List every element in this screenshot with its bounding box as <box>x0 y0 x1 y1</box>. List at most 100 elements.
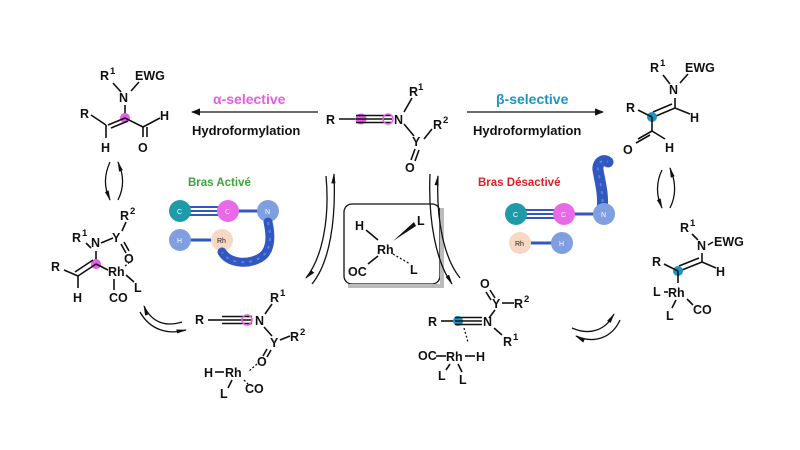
svg-text:1: 1 <box>660 58 666 69</box>
beta-carbon-ring <box>382 113 394 125</box>
beta-rhodacycle: R 1 EWG N H R Rh L L CO <box>652 218 744 323</box>
node-c1 <box>505 203 527 225</box>
svg-text:H: H <box>355 219 364 233</box>
svg-text:Y: Y <box>492 297 501 311</box>
alpha-rhodacycle: R 2 R 1 N Y O Rh R H L CO <box>51 206 142 305</box>
svg-text:R: R <box>428 315 437 329</box>
alpha-selective-label: α-selective <box>213 91 286 107</box>
svg-text:2: 2 <box>300 327 305 338</box>
svg-text:N: N <box>669 83 678 97</box>
svg-text:O: O <box>623 143 633 157</box>
svg-text:C: C <box>225 209 230 216</box>
svg-text:L: L <box>417 214 425 228</box>
svg-text:C: C <box>513 212 518 219</box>
svg-text:N: N <box>91 236 100 250</box>
svg-text:O: O <box>405 161 415 175</box>
svg-text:R: R <box>503 335 512 349</box>
deactivated-arm-label: Bras Désactivé <box>478 177 560 189</box>
svg-text:R: R <box>409 85 418 99</box>
svg-text:C: C <box>561 212 566 219</box>
beta-selective-label: β-selective <box>496 91 569 107</box>
svg-text:O: O <box>480 277 490 291</box>
node-h <box>169 229 191 251</box>
svg-text:H: H <box>177 238 182 245</box>
svg-text:H: H <box>665 141 674 155</box>
svg-text:R: R <box>80 107 89 121</box>
svg-text:L: L <box>410 263 418 277</box>
svg-text:1: 1 <box>280 288 286 299</box>
svg-text:O: O <box>124 252 134 266</box>
svg-text:R: R <box>433 118 442 132</box>
svg-text:H: H <box>73 291 82 305</box>
svg-text:N: N <box>483 315 492 329</box>
beta-coordination-complex: O Y R 2 R N R 1 OC Rh H L L <box>418 277 529 387</box>
svg-text:Rh: Rh <box>515 241 524 248</box>
svg-text:1: 1 <box>418 82 424 93</box>
svg-text:R: R <box>270 291 279 305</box>
svg-text:OC: OC <box>418 349 437 363</box>
svg-text:H: H <box>690 111 699 125</box>
svg-text:L: L <box>653 285 661 299</box>
deactivated-arm-cartoon: C C N Rh H <box>505 155 615 254</box>
svg-text:L: L <box>438 369 446 383</box>
alpha-hydroformylation-label: Hydroformylation <box>192 123 300 138</box>
svg-text:R: R <box>51 260 60 274</box>
svg-text:R: R <box>650 61 659 75</box>
svg-text:N: N <box>601 212 606 219</box>
svg-text:CO: CO <box>109 291 128 305</box>
svg-text:H: H <box>160 109 169 123</box>
svg-text:Rh: Rh <box>446 350 463 364</box>
atom-r: R <box>326 113 335 127</box>
svg-text:R: R <box>100 69 109 83</box>
node-c2 <box>553 203 575 225</box>
flexible-chain <box>217 217 275 267</box>
svg-text:L: L <box>134 281 142 295</box>
svg-text:Rh: Rh <box>217 238 226 245</box>
svg-text:N: N <box>697 239 706 253</box>
alpha-product: R 1 EWG N R H O H <box>80 66 169 155</box>
svg-text:EWG: EWG <box>685 61 715 75</box>
cycle-arrows <box>104 161 676 343</box>
node-c1 <box>169 200 191 222</box>
svg-text:L: L <box>220 387 228 401</box>
svg-text:H: H <box>716 265 725 279</box>
beta-hydroformylation-label: Hydroformylation <box>473 123 581 138</box>
node-rh <box>509 232 531 254</box>
alpha-coordination-complex: R N R 1 Y R 2 O H Rh L CO <box>195 288 305 401</box>
svg-text:H: H <box>204 366 213 380</box>
node-c2 <box>217 200 239 222</box>
svg-text:2: 2 <box>130 206 135 217</box>
active-arm-label: Bras Activé <box>188 177 251 189</box>
node-h <box>551 232 573 254</box>
svg-text:EWG: EWG <box>714 235 744 249</box>
svg-text:2: 2 <box>443 115 448 126</box>
svg-text:OC: OC <box>348 265 367 279</box>
svg-text:O: O <box>257 355 267 369</box>
svg-text:CO: CO <box>693 303 712 317</box>
atom-n: N <box>394 113 403 127</box>
svg-text:Rh: Rh <box>377 243 394 257</box>
node-n <box>593 203 615 225</box>
svg-text:1: 1 <box>513 332 519 343</box>
svg-text:CO: CO <box>245 382 264 396</box>
svg-text:Y: Y <box>112 231 121 245</box>
ynamide-substrate: R N R 1 Y R 2 O <box>326 82 448 175</box>
svg-text:L: L <box>459 373 467 387</box>
svg-text:R: R <box>514 297 523 311</box>
svg-text:H: H <box>476 350 485 364</box>
node-rh <box>211 229 233 251</box>
svg-text:R: R <box>195 313 204 327</box>
beta-product: R 1 EWG N H R O H <box>623 58 715 157</box>
svg-text:L: L <box>666 309 674 323</box>
svg-text:H: H <box>101 141 110 155</box>
atom-y: Y <box>412 135 421 149</box>
svg-text:H: H <box>559 241 564 248</box>
active-arm-cartoon: C C N H Rh <box>169 200 279 267</box>
folded-chain <box>592 155 614 216</box>
svg-text:Rh: Rh <box>108 265 125 279</box>
svg-text:R: R <box>680 221 689 235</box>
svg-text:O: O <box>138 141 148 155</box>
svg-text:Rh: Rh <box>668 286 685 300</box>
